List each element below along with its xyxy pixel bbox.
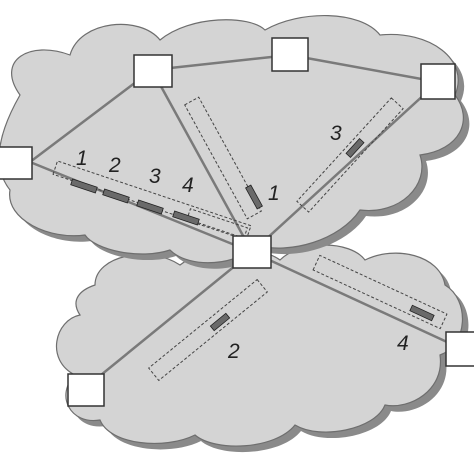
link-right-center — [251, 81, 439, 253]
packet-lower-right — [409, 304, 435, 322]
link-top-middle — [151, 53, 291, 72]
link-top-center — [150, 69, 254, 253]
packet-q4 — [172, 210, 200, 226]
label-right: 3 — [330, 122, 342, 145]
label-lower-right: 4 — [397, 332, 409, 355]
node-left — [0, 146, 33, 180]
node-top-middle — [271, 37, 309, 72]
node-top-right — [420, 63, 456, 100]
label-queue-1: 1 — [76, 147, 88, 170]
label-lower-left: 2 — [227, 340, 240, 363]
packet-lower-left — [209, 312, 231, 332]
node-center — [232, 235, 272, 269]
packet-right — [345, 138, 365, 158]
queue-upper-left — [52, 160, 252, 240]
link-left-top — [29, 69, 153, 163]
label-queue-2: 2 — [108, 154, 121, 177]
node-top-left — [133, 54, 173, 88]
link-center-bottomleft — [84, 251, 253, 389]
queue-upper-diagonal — [183, 96, 263, 220]
packet-q3 — [136, 199, 164, 215]
node-bottom-left — [67, 373, 105, 407]
link-center-bottomright — [251, 250, 461, 350]
label-queue-4: 4 — [182, 174, 194, 197]
nodes — [0, 37, 474, 407]
queue-upper-left-tail — [186, 208, 248, 240]
label-diagonal: 1 — [268, 182, 280, 205]
packet-q1 — [70, 178, 98, 194]
packets — [70, 138, 435, 332]
upper-cloud-body — [0, 14, 464, 264]
packet-q2 — [102, 188, 130, 204]
link-top-right — [289, 53, 439, 84]
packet-diag — [245, 184, 263, 210]
node-bottom-right — [445, 331, 474, 367]
upper-cloud — [0, 14, 470, 269]
label-queue-3: 3 — [149, 165, 161, 188]
queue-lower-left — [147, 278, 269, 382]
